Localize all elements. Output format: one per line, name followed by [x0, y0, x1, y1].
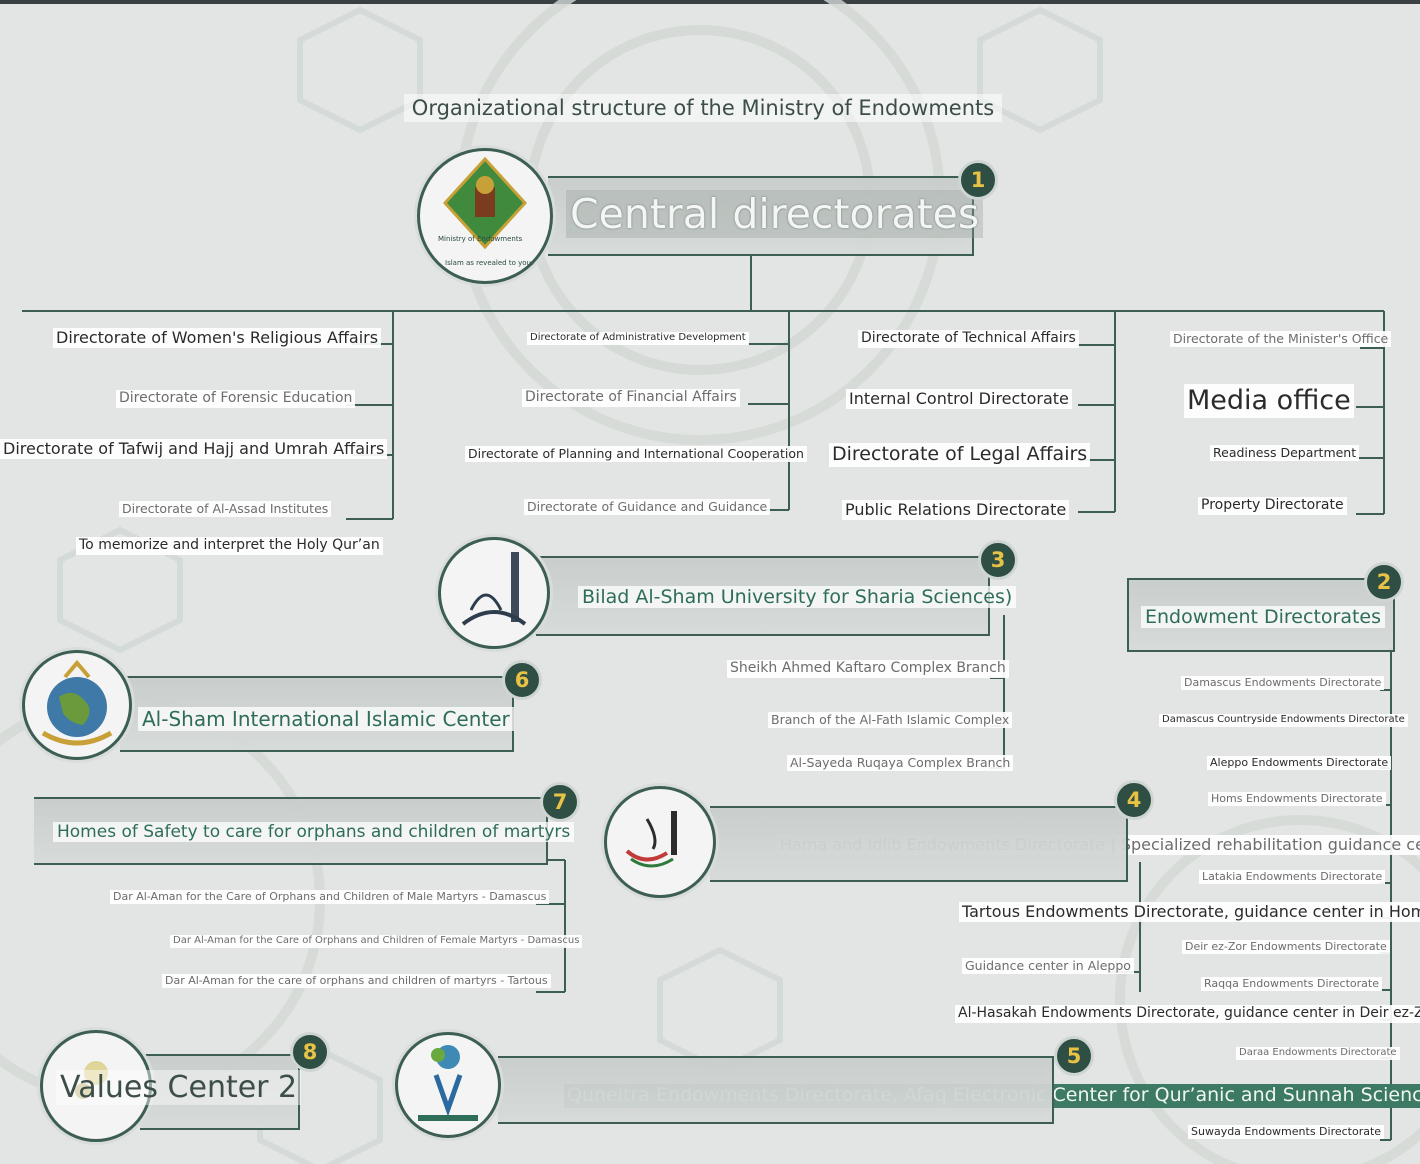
central-col2-item: Directorate of Guidance and Guidance	[524, 499, 771, 515]
logo-caption-2: Islam as revealed to you.	[445, 259, 534, 267]
values-emblem-icon	[75, 1061, 108, 1099]
endowment-item: Tartous Endowments Directorate, guidance…	[959, 902, 1420, 922]
endowment-item: Latakia Endowments Directorate	[1199, 870, 1386, 884]
guidance-emblem-icon	[625, 811, 677, 868]
values-heading: Values Center 2	[56, 1070, 302, 1105]
homes-item: Dar Al-Aman for the Care of Orphans and …	[170, 935, 583, 948]
central-col1-item: Directorate of Tafwij and Hajj and Umrah…	[0, 439, 388, 459]
guidance-item: Guidance center in Aleppo	[962, 958, 1134, 974]
badge-3: 3	[978, 540, 1018, 580]
central-col4-item: Property Directorate	[1198, 497, 1347, 515]
endowment-item: Damascus Endowments Directorate	[1181, 676, 1385, 690]
afaq-logo	[395, 1032, 501, 1138]
afaq-banner	[498, 1056, 1054, 1124]
badge-7: 7	[540, 782, 580, 822]
badge-2: 2	[1364, 562, 1404, 602]
page-title: Organizational structure of the Ministry…	[404, 94, 1002, 122]
central-col1-item: Directorate of Forensic Education	[116, 390, 356, 408]
endowment-item: Al-Hasakah Endowments Directorate, guida…	[955, 1005, 1420, 1023]
endowment-item: Damascus Countryside Endowments Director…	[1159, 714, 1408, 727]
values-banner	[140, 1054, 300, 1130]
university-heading: Bilad Al-Sham University for Sharia Scie…	[578, 586, 1017, 608]
central-col3-item: Directorate of Legal Affairs	[829, 443, 1091, 467]
university-logo	[438, 537, 550, 649]
university-branch: Al-Sayeda Ruqaya Complex Branch	[787, 755, 1014, 771]
endowment-item: Daraa Endowments Directorate	[1236, 1047, 1400, 1060]
badge-6: 6	[502, 660, 542, 700]
top-edge-bar	[0, 0, 1420, 4]
endowment-item: Raqqa Endowments Directorate	[1201, 977, 1382, 991]
logo-caption-1: Ministry of Endowments	[438, 235, 523, 243]
guidance-banner	[710, 806, 1128, 882]
central-banner	[548, 176, 974, 256]
homes-item: Dar Al-Aman for the care of orphans and …	[162, 974, 551, 988]
central-col4-item: Readiness Department	[1210, 445, 1360, 461]
central-col2-item: Directorate of Planning and Internationa…	[465, 446, 807, 462]
endowment-item: Homs Endowments Directorate	[1208, 792, 1386, 806]
badge-5: 5	[1054, 1036, 1094, 1076]
central-col3-item: Directorate of Technical Affairs	[858, 330, 1079, 348]
university-emblem-icon	[461, 552, 527, 626]
islamic-center-heading: Al-Sham International Islamic Center	[138, 707, 514, 731]
homes-item: Dar Al-Aman for the Care of Orphans and …	[110, 890, 550, 904]
ministry-logo	[417, 148, 553, 284]
central-heading: Central directorates	[566, 190, 984, 238]
endowment-heading: Endowment Directorates	[1141, 606, 1386, 628]
badge-8: 8	[290, 1032, 330, 1072]
central-col4-item: Media office	[1184, 384, 1354, 418]
central-col2-item: Directorate of Administrative Developmen…	[527, 332, 749, 345]
central-col3-item: Public Relations Directorate	[842, 500, 1070, 520]
globe-emblem-icon	[41, 659, 113, 746]
university-branch: Branch of the Al-Fath Islamic Complex	[768, 712, 1013, 728]
homes-heading: Homes of Safety to care for orphans and …	[53, 822, 575, 842]
endowment-item: Deir ez-Zor Endowments Directorate	[1182, 940, 1390, 954]
endowment-item: Aleppo Endowments Directorate	[1207, 756, 1392, 770]
central-col4-item: Directorate of the Minister's Office	[1170, 331, 1392, 347]
central-col1-item: Directorate of Al-Assad Institutes	[119, 501, 332, 517]
central-col1-item: Directorate of Women's Religious Affairs	[53, 328, 382, 348]
badge-1: 1	[958, 160, 998, 200]
central-col3-item: Internal Control Directorate	[846, 389, 1072, 409]
values-logo	[40, 1030, 152, 1142]
afaq-emblem-icon	[418, 1045, 478, 1121]
badge-4: 4	[1114, 780, 1154, 820]
central-col1-item: To memorize and interpret the Holy Qur’a…	[76, 537, 383, 555]
endowment-item: Suwayda Endowments Directorate	[1188, 1125, 1385, 1139]
university-branch: Sheikh Ahmed Kaftaro Complex Branch	[727, 660, 1009, 678]
ministry-emblem-icon	[442, 156, 528, 250]
central-col2-item: Directorate of Financial Affairs	[522, 389, 740, 407]
guidance-logo	[604, 786, 716, 898]
islamic-center-logo	[22, 650, 132, 760]
